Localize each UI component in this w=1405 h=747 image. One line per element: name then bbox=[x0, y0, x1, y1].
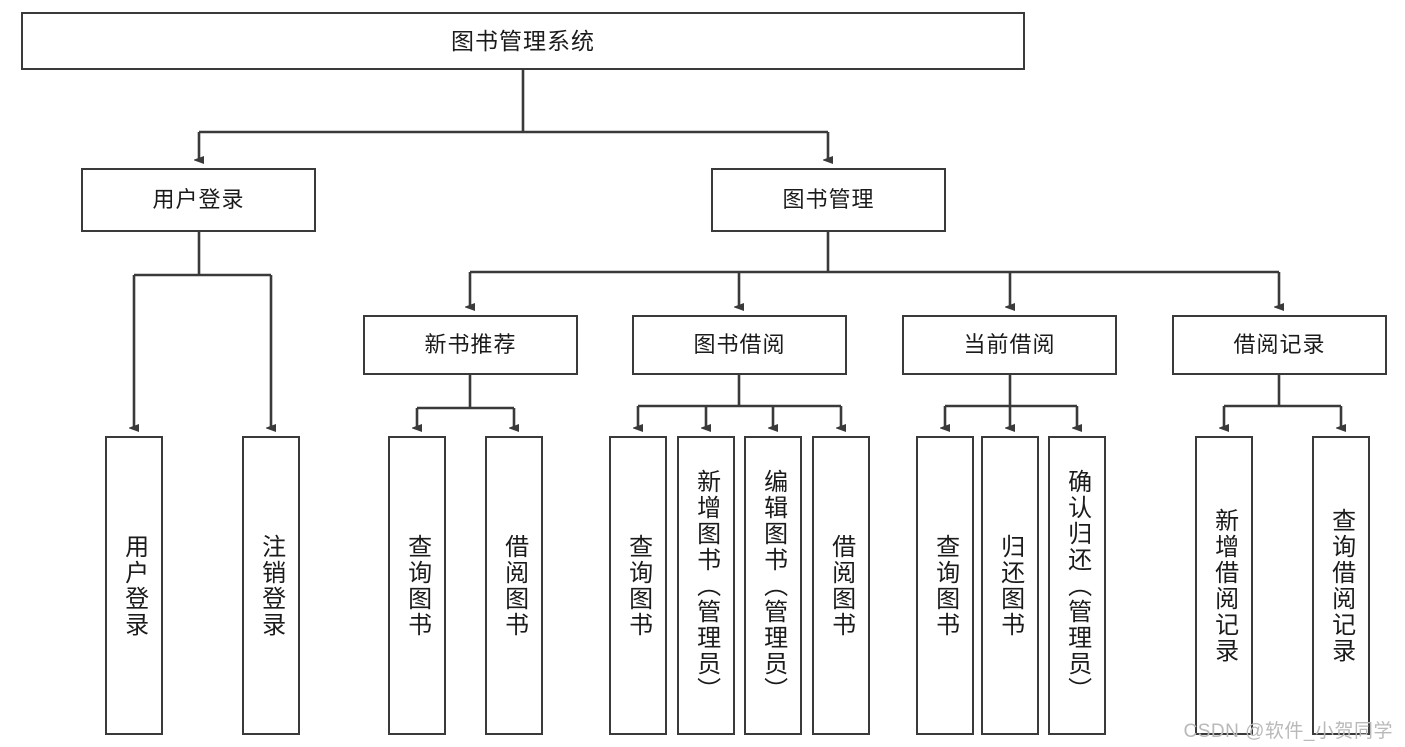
node-leaf-query-book-3-label: 查询图书 bbox=[931, 533, 959, 638]
node-leaf-confirm-return-label: 确认归还（管理员） bbox=[1063, 468, 1091, 703]
node-leaf-query-book-2[interactable]: 查询图书 bbox=[609, 436, 667, 735]
node-user-login-label: 用户登录 bbox=[152, 187, 245, 213]
node-root[interactable]: 图书管理系统 bbox=[21, 12, 1025, 70]
node-leaf-add-book-label: 新增图书（管理员） bbox=[692, 468, 720, 703]
node-borrow-record-label: 借阅记录 bbox=[1233, 332, 1326, 358]
node-current-borrow[interactable]: 当前借阅 bbox=[902, 315, 1117, 375]
node-leaf-query-book-3[interactable]: 查询图书 bbox=[916, 436, 974, 735]
node-leaf-edit-book[interactable]: 编辑图书（管理员） bbox=[744, 436, 802, 735]
watermark: CSDN @软件_小贺同学 bbox=[1183, 721, 1393, 742]
node-new-book-recommend[interactable]: 新书推荐 bbox=[363, 315, 578, 375]
node-user-login[interactable]: 用户登录 bbox=[81, 168, 316, 232]
node-leaf-add-book[interactable]: 新增图书（管理员） bbox=[677, 436, 735, 735]
node-new-book-recommend-label: 新书推荐 bbox=[424, 332, 517, 358]
node-leaf-add-record[interactable]: 新增借阅记录 bbox=[1195, 436, 1253, 735]
node-leaf-query-book-1[interactable]: 查询图书 bbox=[388, 436, 446, 735]
node-leaf-query-book-1-label: 查询图书 bbox=[403, 533, 431, 638]
node-book-manage[interactable]: 图书管理 bbox=[711, 168, 946, 232]
node-leaf-user-logout-label: 注销登录 bbox=[257, 533, 285, 638]
node-leaf-user-login[interactable]: 用户登录 bbox=[105, 436, 163, 735]
node-leaf-add-record-label: 新增借阅记录 bbox=[1210, 507, 1238, 664]
node-leaf-query-book-2-label: 查询图书 bbox=[624, 533, 652, 638]
node-leaf-borrow-book-1[interactable]: 借阅图书 bbox=[485, 436, 543, 735]
node-leaf-return-book[interactable]: 归还图书 bbox=[981, 436, 1039, 735]
node-leaf-confirm-return[interactable]: 确认归还（管理员） bbox=[1048, 436, 1106, 735]
node-leaf-borrow-book-1-label: 借阅图书 bbox=[500, 533, 528, 638]
node-book-borrow-label: 图书借阅 bbox=[693, 332, 786, 358]
node-current-borrow-label: 当前借阅 bbox=[963, 332, 1056, 358]
node-leaf-edit-book-label: 编辑图书（管理员） bbox=[759, 468, 787, 703]
node-leaf-query-record[interactable]: 查询借阅记录 bbox=[1312, 436, 1370, 735]
node-leaf-user-login-label: 用户登录 bbox=[120, 533, 148, 638]
node-book-borrow[interactable]: 图书借阅 bbox=[632, 315, 847, 375]
node-book-manage-label: 图书管理 bbox=[782, 187, 875, 213]
node-leaf-borrow-book-2-label: 借阅图书 bbox=[827, 533, 855, 638]
node-leaf-user-logout[interactable]: 注销登录 bbox=[242, 436, 300, 735]
node-leaf-return-book-label: 归还图书 bbox=[996, 533, 1024, 638]
node-root-label: 图书管理系统 bbox=[451, 27, 595, 54]
node-leaf-borrow-book-2[interactable]: 借阅图书 bbox=[812, 436, 870, 735]
node-borrow-record[interactable]: 借阅记录 bbox=[1172, 315, 1387, 375]
node-leaf-query-record-label: 查询借阅记录 bbox=[1327, 507, 1355, 664]
